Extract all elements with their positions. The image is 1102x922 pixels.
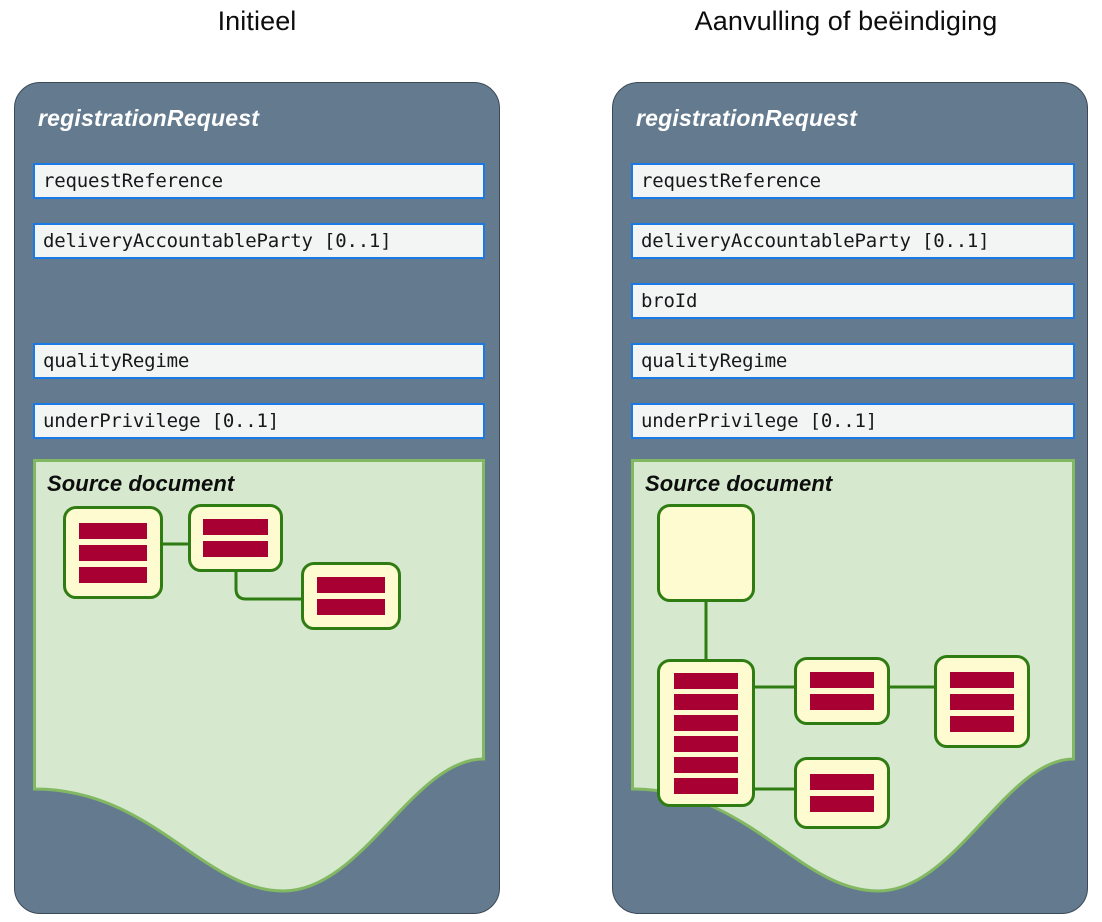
node-root[interactable] (657, 504, 755, 602)
field-row[interactable]: underPrivilege [0..1] (631, 403, 1075, 439)
field-label: underPrivilege [0..1] (43, 410, 280, 432)
node-bar (673, 777, 739, 794)
node-bar (317, 599, 385, 615)
node-bar (79, 522, 147, 539)
node-bar (673, 735, 739, 752)
node-bar (809, 774, 875, 790)
field-row[interactable]: requestReference (631, 163, 1075, 199)
node-bar (809, 796, 875, 812)
field-row[interactable]: qualityRegime (33, 343, 485, 379)
node-bar (79, 566, 147, 583)
node-bar (317, 577, 385, 593)
node-bar (79, 544, 147, 561)
node-bar (673, 756, 739, 773)
node-connector (234, 572, 301, 601)
node-a[interactable] (63, 506, 163, 599)
node-bar (809, 672, 875, 688)
node-bar (809, 694, 875, 710)
node-bar (949, 693, 1015, 710)
node-bar (949, 671, 1015, 688)
field-label: requestReference (641, 170, 821, 192)
panel-title-right: registrationRequest (636, 105, 858, 131)
node-b[interactable] (188, 504, 283, 572)
node-bar (673, 693, 739, 710)
source-document-sheet-left: Source document (33, 459, 485, 899)
node-bar (673, 714, 739, 731)
node-bar (949, 715, 1015, 732)
field-label: deliveryAccountableParty [0..1] (43, 230, 392, 252)
node-c[interactable] (301, 562, 401, 630)
node-list[interactable] (657, 659, 755, 807)
registration-request-panel-right: registrationRequest requestReference deli… (612, 82, 1088, 914)
source-document-sheet-right: Source document (631, 459, 1075, 899)
field-label: qualityRegime (43, 350, 190, 372)
field-row[interactable]: underPrivilege [0..1] (33, 403, 485, 439)
field-row[interactable]: broId (631, 283, 1075, 319)
node-bar (203, 541, 268, 557)
field-label: qualityRegime (641, 350, 788, 372)
node-bottom[interactable] (794, 757, 890, 829)
field-row[interactable]: requestReference (33, 163, 485, 199)
node-right[interactable] (934, 655, 1030, 748)
column-heading-initieel: Initieel (217, 6, 297, 36)
node-bar (673, 672, 739, 689)
field-row[interactable]: deliveryAccountableParty [0..1] (33, 223, 485, 259)
field-label: requestReference (43, 170, 223, 192)
field-row[interactable]: deliveryAccountableParty [0..1] (631, 223, 1075, 259)
field-label: broId (641, 290, 698, 312)
column-heading-aanvulling: Aanvulling of beëindiging (694, 6, 998, 36)
field-row[interactable]: qualityRegime (631, 343, 1075, 379)
panel-title-left: registrationRequest (38, 105, 260, 131)
field-label: underPrivilege [0..1] (641, 410, 878, 432)
field-label: deliveryAccountableParty [0..1] (641, 230, 990, 252)
node-bar (203, 519, 268, 535)
registration-request-panel-left: registrationRequest requestReference deli… (14, 82, 500, 914)
node-mid[interactable] (794, 657, 890, 725)
